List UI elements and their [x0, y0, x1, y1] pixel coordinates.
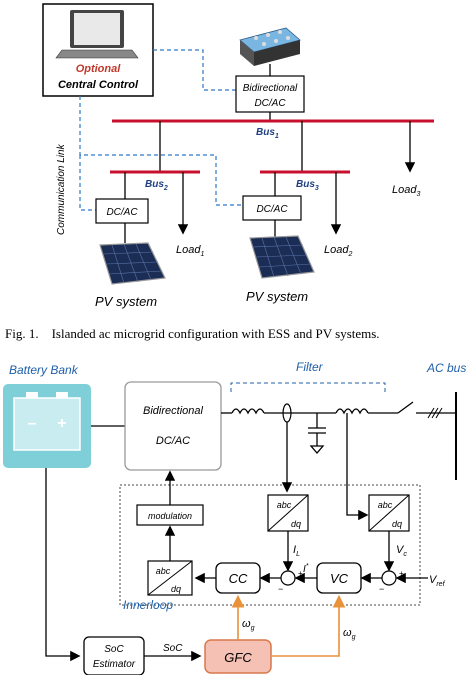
three-phase-mark	[427, 407, 443, 419]
voltage-summer-minus: −	[379, 584, 384, 594]
vref-label: Vref	[429, 574, 446, 588]
bottom-bidirectional-label: Bidirectional	[143, 405, 203, 417]
dcac-left-label: DC/AC	[106, 207, 138, 218]
abc-text: abc	[277, 500, 292, 510]
soc-signal-label: SoC	[163, 643, 183, 654]
bus2-label: Bus2	[145, 179, 168, 192]
battery-bank-icon: – +	[3, 384, 91, 468]
pv-panel-right-icon	[249, 235, 315, 279]
modulation-block: modulation	[136, 504, 204, 526]
abc-text: abc	[378, 500, 393, 510]
il-label: IL	[293, 544, 300, 558]
dcac-right-label: DC/AC	[256, 204, 288, 215]
istar-label: I*	[303, 563, 309, 575]
capacitor	[308, 413, 326, 454]
inductor-1	[231, 408, 265, 415]
soc-estimator-label-2: Estimator	[93, 659, 136, 670]
load3-label: Load3	[392, 184, 420, 198]
top-dcac-label: DC/AC	[254, 98, 286, 109]
omega-to-vc	[271, 594, 346, 657]
dq-text: dq	[392, 519, 402, 529]
battery-plus-sign: +	[57, 415, 66, 432]
communication-link-label: Communication Link	[56, 143, 67, 235]
dq-text: dq	[171, 584, 181, 594]
dcac-right-box: DC/AC	[242, 195, 302, 221]
vc-block: VC	[316, 562, 362, 594]
optional-label: Optional	[76, 63, 122, 75]
soc-estimator-block: SoC Estimator	[83, 636, 145, 675]
bus1-label: Bus1	[256, 127, 279, 140]
modulation-label: modulation	[148, 511, 192, 521]
load1-label: Load1	[176, 244, 204, 258]
pv-system-left-label: PV system	[95, 294, 157, 309]
cc-block-label: CC	[229, 571, 248, 586]
innerloop-label: Innerloop	[123, 598, 173, 612]
bottom-dcac-label: DC/AC	[156, 435, 190, 447]
dcac-left-box: DC/AC	[95, 198, 149, 224]
omega-g-cc-label: ωg	[242, 618, 255, 632]
voltage-summer-plus: +	[399, 569, 404, 578]
abc-dq-il-block: abc dq	[267, 494, 309, 532]
central-control-label: Central Control	[58, 79, 139, 91]
power-line	[221, 392, 457, 480]
communication-links	[79, 49, 243, 211]
bottom-bidirectional-dcac-box: Bidirectional DC/AC	[124, 381, 222, 471]
gfc-block: GFC	[204, 639, 272, 674]
figure-caption: Fig. 1. Islanded ac microgrid configurat…	[5, 326, 380, 341]
dq-text: dq	[291, 519, 301, 529]
filter-bracket	[230, 382, 386, 392]
omega-g-vc-label: ωg	[343, 627, 356, 641]
current-summer	[280, 570, 296, 586]
gfc-label: GFC	[224, 650, 252, 665]
abc-dq-modulation-block: abc dq	[147, 560, 193, 596]
battery-pack-icon	[239, 27, 301, 66]
top-bidirectional-label: Bidirectional	[243, 83, 298, 94]
battery-minus-sign: –	[28, 415, 37, 432]
breaker-switch	[397, 401, 414, 414]
bus3-label: Bus3	[296, 179, 319, 192]
current-summer-minus: −	[278, 584, 283, 594]
vc-label: Vc	[396, 544, 407, 558]
innerloop-frame	[119, 484, 421, 606]
laptop-icon	[55, 10, 139, 59]
filter-label: Filter	[296, 360, 324, 374]
ac-bus-label: AC bus	[426, 361, 466, 375]
cc-block: CC	[215, 562, 261, 594]
vc-block-label: VC	[330, 571, 349, 586]
top-bidirectional-dcac-box: Bidirectional DC/AC	[235, 75, 305, 113]
pv-system-right-label: PV system	[246, 289, 308, 304]
abc-dq-vc-block: abc dq	[368, 494, 410, 532]
voltage-summer	[381, 570, 397, 586]
abc-text: abc	[156, 566, 171, 576]
central-control-box: Optional Central Control	[42, 3, 154, 97]
load2-label: Load2	[324, 244, 352, 258]
pv-panel-left-icon	[99, 242, 166, 285]
inductor-2	[335, 408, 369, 415]
battery-bank-label: Battery Bank	[9, 363, 79, 377]
soc-estimator-label-1: SoC	[104, 644, 124, 655]
